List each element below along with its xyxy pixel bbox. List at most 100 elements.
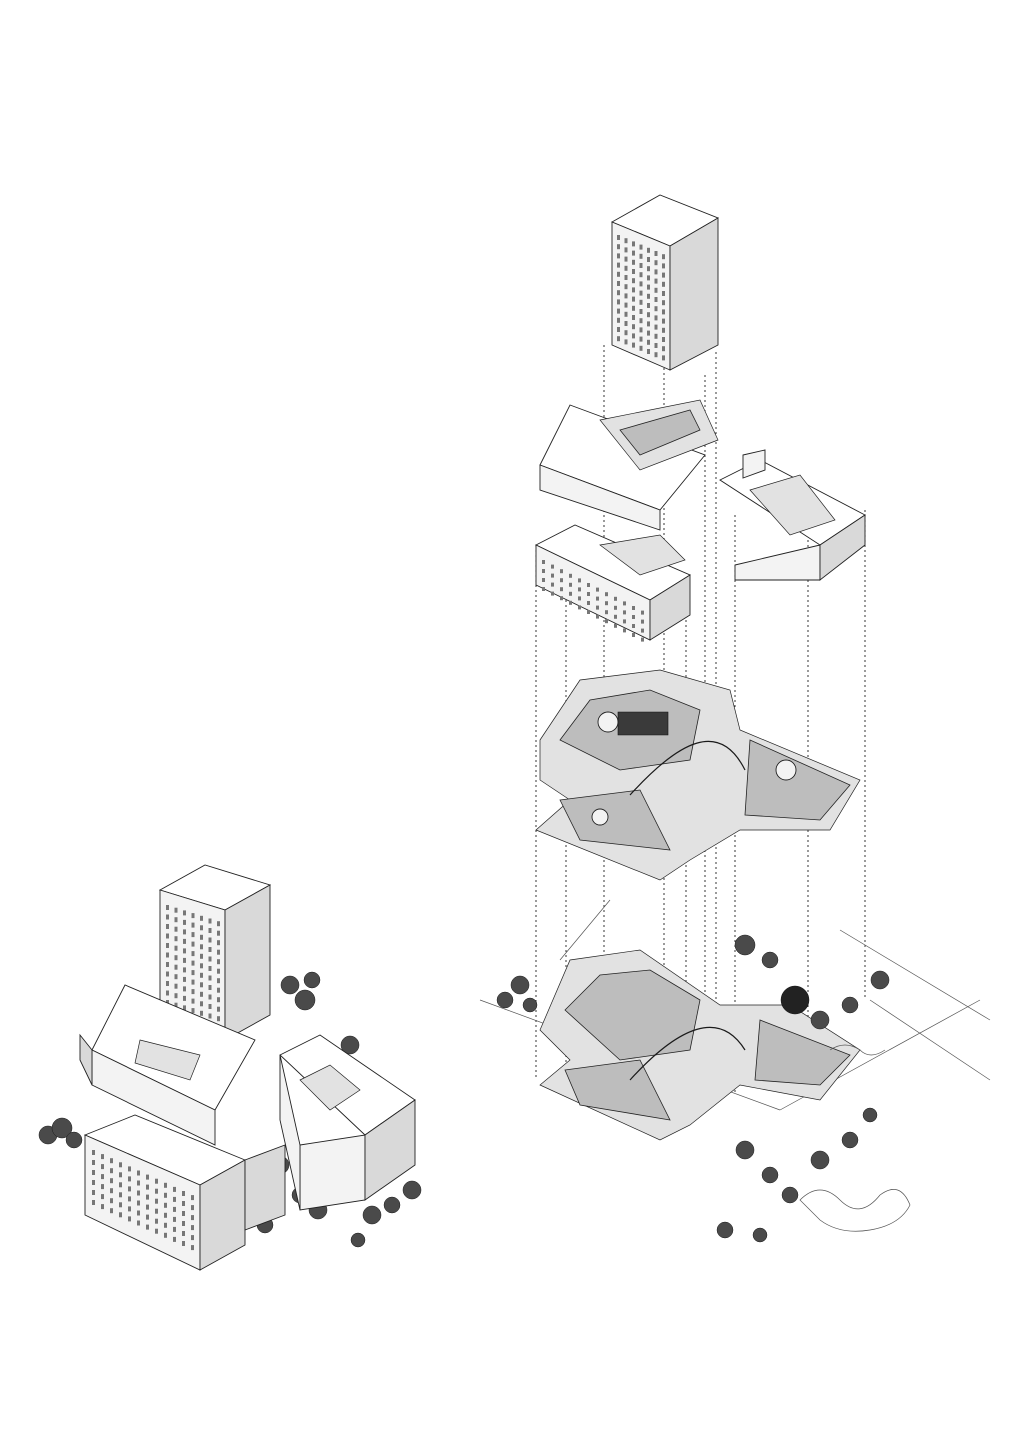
- window: [146, 1174, 149, 1180]
- window: [647, 330, 650, 336]
- window: [569, 582, 572, 587]
- window: [624, 238, 628, 244]
- window: [632, 333, 635, 339]
- window: [587, 601, 590, 605]
- window: [101, 1164, 104, 1170]
- window: [624, 284, 628, 290]
- window: [647, 349, 650, 354]
- window: [217, 1006, 220, 1012]
- window: [128, 1166, 131, 1172]
- window: [164, 1182, 167, 1188]
- window: [217, 959, 220, 965]
- window: [119, 1202, 122, 1208]
- window: [647, 303, 650, 308]
- window: [560, 596, 563, 601]
- window: [200, 953, 203, 959]
- window: [137, 1190, 140, 1196]
- window: [560, 578, 563, 583]
- window: [632, 250, 635, 256]
- window: [605, 601, 608, 606]
- window: [641, 610, 644, 615]
- window: [110, 1198, 113, 1204]
- window: [578, 605, 581, 610]
- window: [191, 932, 195, 938]
- window: [110, 1188, 113, 1194]
- window: [191, 1195, 194, 1201]
- window: [596, 596, 599, 601]
- window: [578, 596, 581, 601]
- window: [110, 1168, 113, 1174]
- window: [174, 907, 178, 913]
- window: [166, 962, 169, 967]
- window: [624, 256, 628, 262]
- window: [173, 1216, 176, 1222]
- window: [200, 934, 203, 940]
- window: [542, 587, 545, 591]
- window: [617, 290, 620, 296]
- window: [173, 1186, 176, 1192]
- window: [654, 343, 658, 348]
- window: [174, 936, 178, 942]
- window: [632, 278, 635, 284]
- window: [624, 265, 628, 271]
- window: [617, 299, 620, 305]
- window: [200, 925, 203, 931]
- window: [578, 587, 581, 592]
- window: [101, 1184, 104, 1190]
- window: [217, 949, 220, 955]
- window: [101, 1154, 104, 1160]
- window: [632, 296, 635, 302]
- window: [183, 919, 186, 925]
- window: [92, 1180, 95, 1185]
- window: [191, 1205, 194, 1211]
- window: [191, 941, 195, 947]
- exploded-axonometric: [479, 194, 991, 1243]
- window: [110, 1158, 113, 1164]
- window: [624, 293, 628, 299]
- wing-right-assembled: [279, 1034, 416, 1211]
- window: [654, 269, 658, 275]
- window: [624, 321, 628, 326]
- window: [183, 1005, 186, 1011]
- window: [587, 610, 590, 614]
- window: [641, 637, 644, 642]
- window: [662, 346, 665, 352]
- window: [641, 619, 644, 624]
- window: [174, 917, 178, 923]
- window: [217, 921, 220, 927]
- window: [632, 624, 635, 628]
- window: [183, 948, 186, 954]
- window: [624, 330, 628, 336]
- window: [208, 918, 212, 924]
- window: [624, 275, 628, 280]
- window: [632, 633, 635, 637]
- window: [191, 1245, 194, 1251]
- window: [617, 336, 620, 342]
- window: [182, 1191, 185, 1196]
- window: [137, 1180, 140, 1186]
- window: [110, 1208, 113, 1214]
- window: [617, 235, 620, 240]
- window: [605, 592, 608, 597]
- window: [569, 600, 572, 605]
- window: [624, 339, 628, 345]
- window: [208, 937, 212, 943]
- window: [617, 271, 620, 277]
- window: [164, 1212, 167, 1218]
- window: [617, 327, 620, 332]
- window: [155, 1178, 158, 1184]
- window: [662, 272, 665, 278]
- window: [191, 913, 195, 919]
- window: [639, 281, 643, 287]
- window: [654, 251, 658, 256]
- window: [191, 922, 195, 928]
- window: [632, 315, 635, 320]
- window: [647, 339, 650, 345]
- window: [92, 1160, 95, 1165]
- window: [183, 986, 186, 992]
- window: [166, 981, 169, 986]
- window: [647, 266, 650, 272]
- window: [632, 342, 635, 348]
- window: [632, 269, 635, 274]
- window: [166, 952, 169, 958]
